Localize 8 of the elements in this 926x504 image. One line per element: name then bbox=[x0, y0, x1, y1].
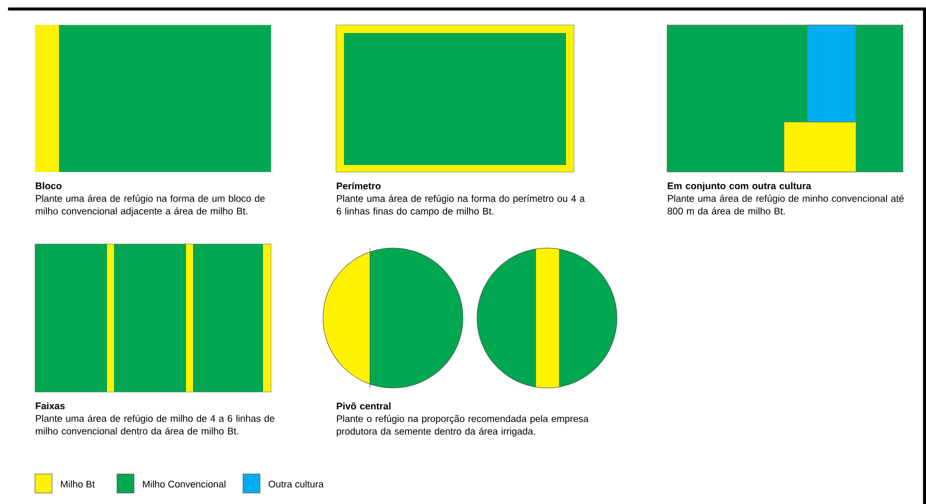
caption-text: Faixas Plante uma área de refúgio de milho de 4 a 6 linhas de milho convencional dentro da área de milho Bt. bbox=[36, 402, 274, 434]
caption-text: Perímetro Plante uma área de refúgio na forma do perímetro ou 4 a 6 linhas finas do campo de milho Bt. bbox=[336, 182, 585, 216]
caption-text: Bloco Plante uma área de refúgio na forma de um bloco de milho convencional adjacente a área de milho Bt. bbox=[36, 182, 265, 216]
legend-label: Milho Convencional bbox=[143, 480, 226, 488]
caption-text: Em conjunto com outra cultura Plante uma área de refúgio de minho convencional até 800 m da área de milho Bt. bbox=[668, 182, 904, 214]
legend-label: Outra cultura bbox=[268, 480, 324, 488]
legend-label: Milho Bt bbox=[61, 480, 95, 488]
caption-text: Pivô central Plante o refúgio na proporção recomendada pela empresa produtora da semente dentro da área irrigada. bbox=[336, 402, 589, 437]
